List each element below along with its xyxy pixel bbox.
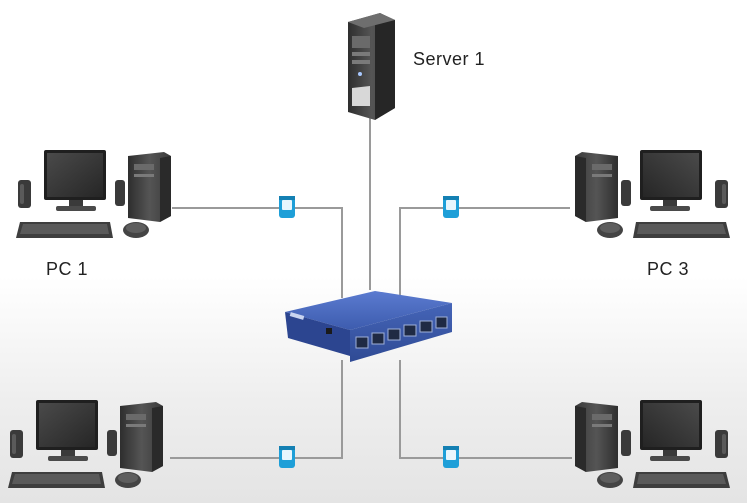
network-switch-icon (285, 291, 452, 362)
connector-icon (443, 446, 459, 468)
server-tower-icon (348, 13, 395, 120)
pc-3-label: PC 3 (647, 259, 690, 279)
connector-icon (279, 446, 295, 468)
pc-bottom-right-icon (575, 400, 730, 488)
connector-icon (279, 196, 295, 218)
pc-1-icon (16, 150, 171, 238)
cable-pc1 (172, 207, 343, 298)
pc-bottom-left-icon (8, 400, 163, 488)
cable-pc-bottom-right (399, 360, 572, 459)
cable-pc-bottom-left (170, 360, 343, 459)
cable-pc3 (399, 207, 570, 300)
connector-icon (443, 196, 459, 218)
server-1-label: Server 1 (413, 49, 486, 69)
cables (170, 118, 572, 459)
pc-3-icon (575, 150, 730, 238)
pc-1-label: PC 1 (46, 259, 89, 279)
